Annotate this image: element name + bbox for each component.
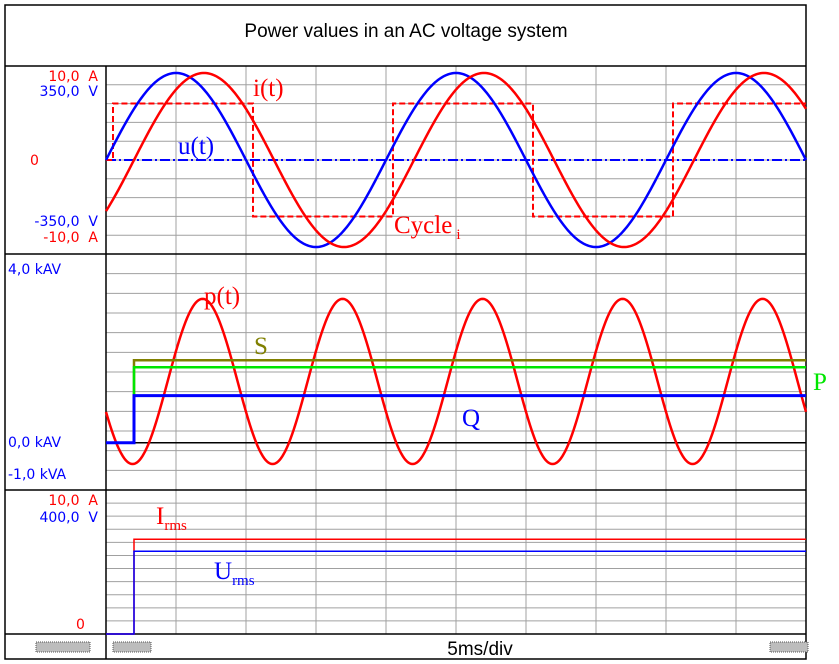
reactive-power-q-line — [106, 394, 806, 445]
current-bottom-label: -10,0 A — [43, 230, 98, 246]
irms-label-subscript: rms — [164, 518, 187, 534]
series-label-irms: Irms — [156, 503, 187, 534]
scroll-marker-left[interactable] — [35, 641, 91, 653]
voltage-wave-u — [104, 71, 808, 249]
urms-label-subscript: rms — [232, 573, 255, 589]
scroll-marker-right[interactable] — [769, 641, 809, 653]
frame — [4, 4, 807, 660]
panel1-axis-labels: 10,0 A 350,0 V 0 -350,0 V -10,0 A — [30, 69, 98, 246]
series-label-u-t: u(t) — [178, 133, 214, 160]
current-top-label: 10,0 A — [48, 69, 98, 85]
zero-label-panel1: 0 — [30, 153, 39, 169]
power-zero-label: 0,0 kAV — [8, 435, 62, 451]
cycle-label-name: Cycle — [394, 212, 452, 239]
power-top-label: 4,0 kAV — [8, 262, 62, 278]
power-wave-p — [104, 297, 808, 466]
panel3-axis-labels: 10,0 A 400,0 V 0 — [39, 493, 98, 633]
series-label-q: Q — [462, 405, 480, 432]
irms-label-name: I — [156, 503, 164, 530]
rms-current-top-label: 10,0 A — [48, 493, 98, 509]
cycle-label-subscript: i — [456, 227, 460, 243]
urms-label-name: U — [214, 558, 232, 585]
series-label-p-t: p(t) — [204, 283, 240, 310]
rms-voltage-top-label: 400,0 V — [39, 510, 98, 526]
series-label-p: P — [813, 369, 827, 396]
time-per-division-label: 5ms/div — [447, 639, 513, 660]
power-bottom-label: -1,0 kVA — [8, 467, 67, 483]
outer-frame — [4, 4, 807, 660]
current-wave-i — [104, 71, 808, 249]
voltage-bottom-label: -350,0 V — [34, 214, 98, 230]
series-label-i-t: i(t) — [253, 75, 284, 102]
series-layer — [104, 71, 808, 635]
scroll-marker-start[interactable] — [112, 641, 152, 653]
rms-voltage-line — [106, 550, 806, 635]
voltage-top-label: 350,0 V — [39, 84, 98, 100]
panel2-axis-labels: 4,0 kAV 0,0 kAV -1,0 kVA — [8, 262, 67, 483]
series-label-s: S — [254, 333, 268, 360]
chart-title: Power values in an AC voltage system — [244, 21, 567, 42]
series-label-urms: Urms — [214, 558, 255, 589]
rms-zero-label: 0 — [76, 617, 85, 633]
